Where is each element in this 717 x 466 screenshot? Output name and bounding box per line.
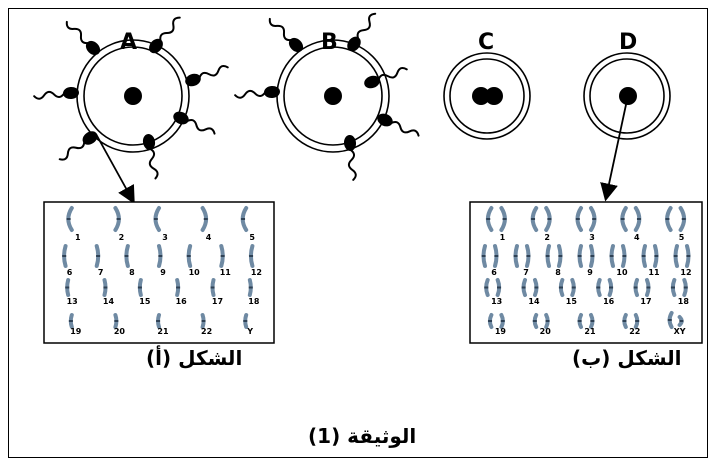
pair-label-12: 12 [680,268,691,277]
pair-label-11: 11 [220,268,232,277]
pair-label-16: 16 [176,297,188,306]
cell-c-label: C [478,30,495,55]
pair-label-7: 7 [98,268,104,277]
cell-b-label: B [321,30,338,55]
document-title: الوثيقة (1) [308,424,417,448]
pair-label-12: 12 [251,268,262,277]
cell-c-nucleus-1 [472,87,490,105]
pair-label-17: 17 [640,297,651,306]
cell-b [276,39,390,153]
cell-b-nucleus [324,87,342,105]
pair-label-15: 15 [566,297,578,306]
pair-label-4: 4 [206,233,212,242]
pair-label-2: 2 [119,233,125,242]
pair-label-17: 17 [212,297,223,306]
pair-label-5: 5 [679,233,685,242]
sperm [65,20,101,56]
cell-d [583,52,671,140]
pair-label-20: 20 [114,327,126,336]
cell-d-nucleus [619,87,637,105]
pair-label-21: 21 [157,327,169,336]
sperm [58,131,98,161]
cell-a-nucleus [124,87,142,105]
sperm [234,85,280,99]
pair-label-16: 16 [603,297,615,306]
pair-label-18: 18 [678,297,690,306]
pair-label-Y: Y [246,327,253,336]
sperm [343,135,357,181]
sperm [142,134,159,180]
pair-label-9: 9 [587,268,593,277]
cell-a [76,39,190,153]
sperm-group-b [234,12,420,181]
arrow-a-to-karyotype [95,133,135,205]
pair-label-21: 21 [584,327,596,336]
pair-label-13: 13 [491,297,502,306]
sperm-penetrating [364,66,408,89]
pair-label-6: 6 [67,268,73,277]
pair-label-6: 6 [491,268,497,277]
pair-label-20: 20 [540,327,552,336]
pair-label-10: 10 [616,268,628,277]
pair-label-19: 19 [495,327,507,336]
pair-label-10: 10 [189,268,201,277]
pair-label-22: 22 [201,327,212,336]
arrow-d-to-karyotype [600,99,628,202]
sperm-group-a [33,16,229,180]
pair-label-22: 22 [629,327,640,336]
pair-label-1: 1 [500,233,506,242]
sperm [173,111,216,135]
pair-label-3: 3 [589,233,595,242]
pair-label-11: 11 [648,268,660,277]
pair-label-3: 3 [162,233,168,242]
cell-c [443,52,531,140]
pair-label-2: 2 [544,233,550,242]
pair-label-9: 9 [160,268,166,277]
sperm [185,64,229,87]
sperm [33,86,79,100]
sperm [377,113,420,137]
karyotype-b-box [469,201,703,344]
cell-a-label: A [120,30,138,55]
figure-b-caption: الشكل (ب) [572,346,682,370]
pair-label-13: 13 [67,297,78,306]
pair-label-7: 7 [523,268,529,277]
document-frame [8,8,708,458]
pair-label-8: 8 [129,268,135,277]
pair-label-5: 5 [249,233,255,242]
pair-label-4: 4 [634,233,640,242]
sperm [347,12,377,52]
pair-label-1: 1 [75,233,81,242]
pair-label-15: 15 [139,297,151,306]
pair-label-14: 14 [528,297,540,306]
cell-c-nucleus-2 [485,87,503,105]
sperm [268,17,304,53]
pair-label-19: 19 [70,327,82,336]
pair-label-XY: XY [674,327,686,336]
pair-label-8: 8 [555,268,561,277]
sperm [149,16,181,54]
figure-a-caption: الشكل (أ) [146,346,243,370]
cell-d-label: D [619,30,638,55]
pair-label-14: 14 [103,297,115,306]
pair-label-18: 18 [248,297,260,306]
